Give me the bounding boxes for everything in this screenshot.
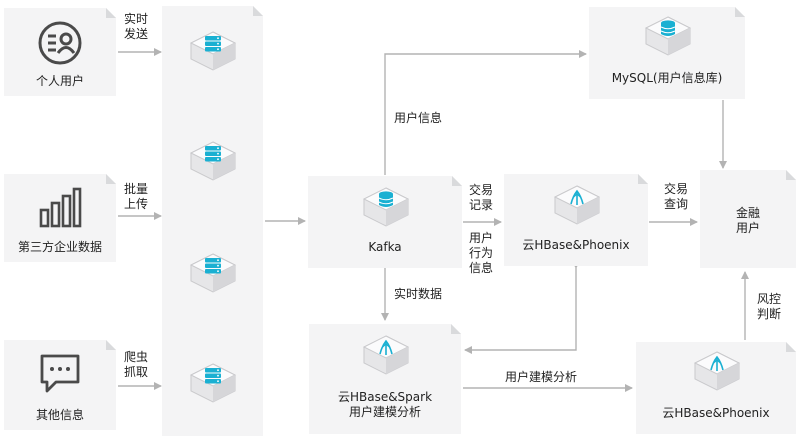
mysql-label: MySQL(用户信息库) bbox=[611, 71, 723, 85]
edge-label-crawler-fetch: 爬虫抓取 bbox=[124, 350, 149, 379]
edge-label-batch-upload: 批量上传 bbox=[124, 182, 149, 211]
node-kafka: Kafka bbox=[308, 176, 462, 268]
edge-label-realtime-data: 实时数据 bbox=[394, 287, 443, 301]
server-icon bbox=[187, 360, 239, 416]
finance-user-label: 金融用户 bbox=[735, 206, 760, 235]
edge-label-risk-judgement: 风控判断 bbox=[757, 292, 782, 321]
node-mysql: MySQL(用户信息库) bbox=[589, 7, 745, 99]
arrow-kafka-to-mysql bbox=[384, 50, 587, 175]
chat-bubble-icon bbox=[39, 352, 81, 400]
server-icon bbox=[187, 28, 239, 84]
personal-user-label: 个人用户 bbox=[35, 74, 84, 88]
server-icon bbox=[187, 250, 239, 306]
edge-label-realtime-send: 实时发送 bbox=[124, 12, 149, 41]
person-list-icon bbox=[37, 20, 83, 70]
edge-label-user-info: 用户信息 bbox=[394, 111, 443, 125]
edge-label-trade-query: 交易查询 bbox=[664, 182, 689, 211]
third-party-data-label: 第三方企业数据 bbox=[17, 240, 102, 254]
node-hbase-phoenix-bottom: 云HBase&Phoenix bbox=[636, 342, 796, 434]
other-info-label: 其他信息 bbox=[35, 408, 84, 422]
edge-label-modeling-analysis: 用户建模分析 bbox=[505, 370, 578, 384]
database-icon bbox=[642, 13, 694, 69]
hbase-icon bbox=[691, 348, 743, 404]
node-finance-user: 金融用户 bbox=[700, 170, 796, 268]
arrow-hbase-mid-spark-bidirectional bbox=[464, 261, 580, 354]
node-other-info: 其他信息 bbox=[4, 340, 116, 430]
edge-label-user-behavior: 用户行为信息 bbox=[469, 231, 494, 275]
kafka-label: Kafka bbox=[368, 240, 402, 254]
edge-label-trade-record: 交易记录 bbox=[469, 183, 494, 212]
node-third-party-data: 第三方企业数据 bbox=[4, 174, 116, 262]
hbase-phoenix-mid-label: 云HBase&Phoenix bbox=[522, 238, 630, 252]
node-hbase-phoenix-mid: 云HBase&Phoenix bbox=[504, 174, 648, 266]
hbase-icon bbox=[551, 182, 603, 238]
server-icon bbox=[187, 138, 239, 194]
hbase-icon bbox=[360, 332, 412, 388]
hbase-phoenix-bottom-label: 云HBase&Phoenix bbox=[662, 406, 770, 420]
database-icon bbox=[360, 184, 412, 240]
bar-chart-icon bbox=[38, 186, 82, 234]
node-personal-user: 个人用户 bbox=[4, 8, 116, 96]
collector-column bbox=[162, 6, 263, 436]
